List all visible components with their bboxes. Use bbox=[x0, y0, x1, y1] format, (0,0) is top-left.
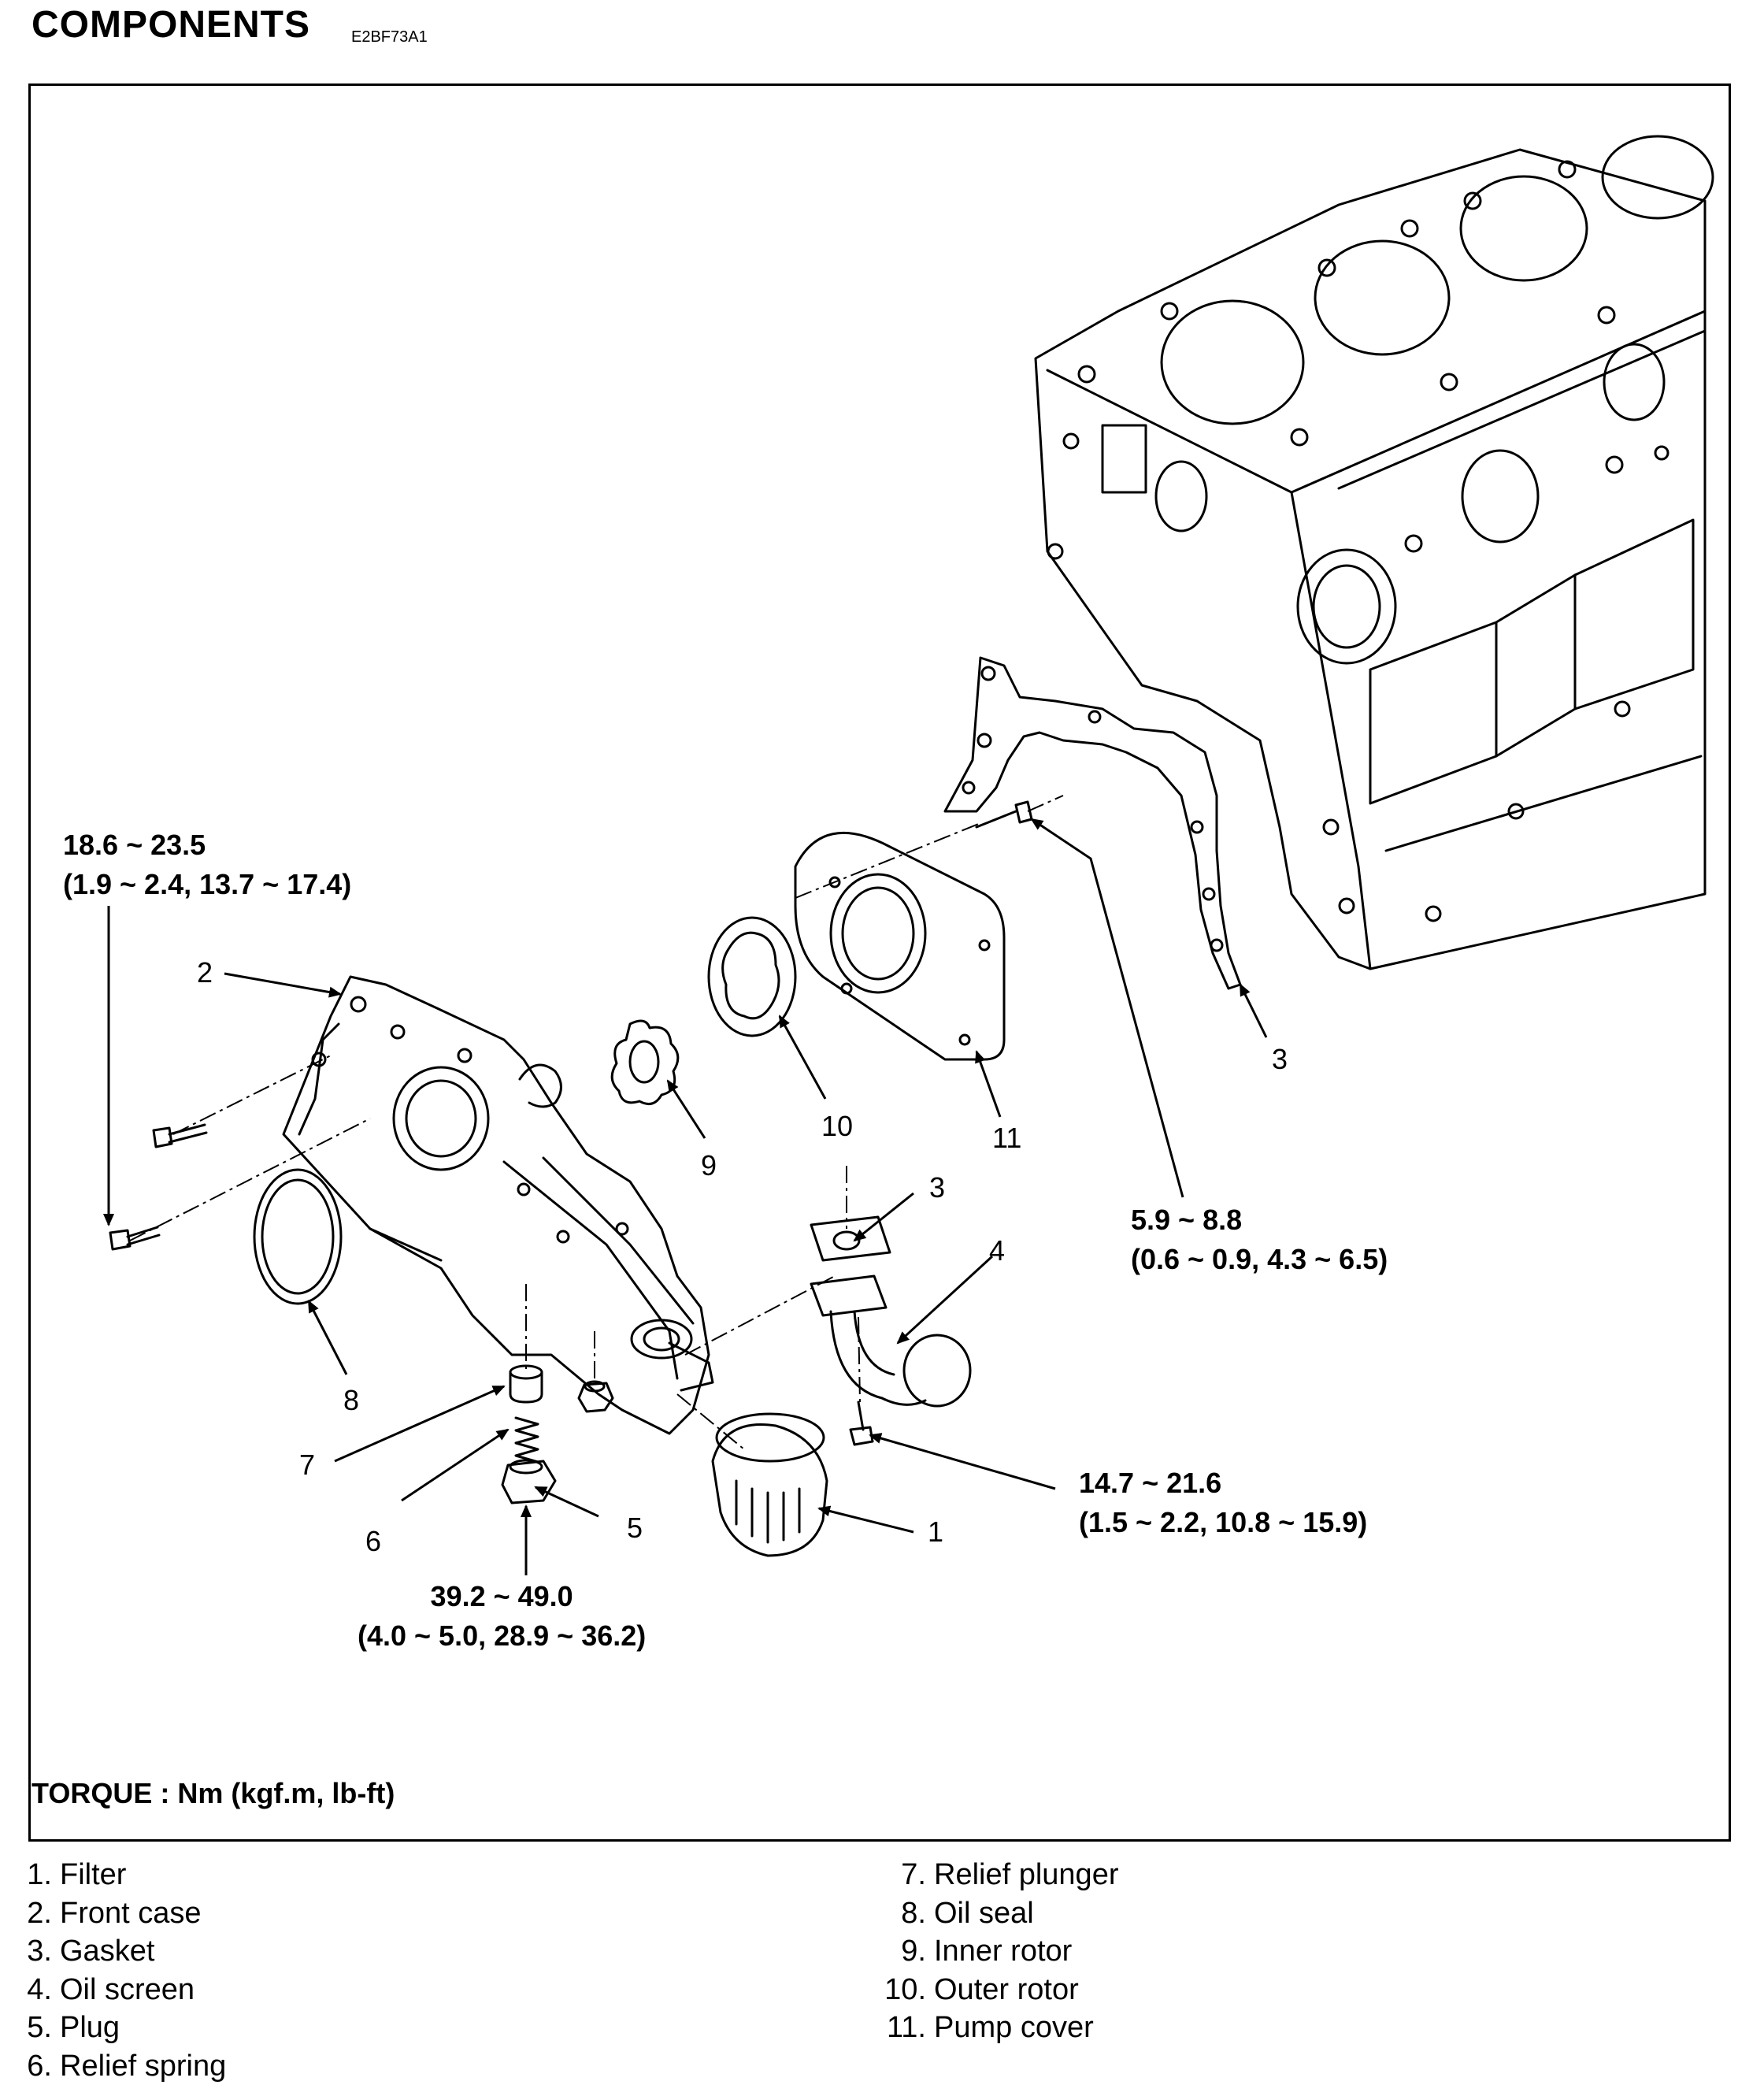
legend-item: 9.Inner rotor bbox=[863, 1932, 1118, 1971]
legend-item: 11.Pump cover bbox=[863, 2009, 1118, 2047]
callout-10: 10 bbox=[821, 1111, 853, 1142]
legend-item: 4.Oil screen bbox=[8, 1971, 226, 2009]
torque-alt: (1.9 ~ 2.4, 13.7 ~ 17.4) bbox=[63, 865, 351, 904]
leader-10 bbox=[780, 1016, 825, 1099]
relief-plunger bbox=[510, 1366, 542, 1402]
torque-alt: (4.0 ~ 5.0, 28.9 ~ 36.2) bbox=[358, 1616, 646, 1656]
leader-1 bbox=[819, 1508, 914, 1532]
leader-torque-2 bbox=[1032, 819, 1183, 1197]
leader-11 bbox=[976, 1052, 1000, 1117]
leader-6 bbox=[402, 1430, 508, 1501]
callout-11: 11 bbox=[992, 1122, 1021, 1154]
callout-8: 8 bbox=[343, 1385, 359, 1416]
inner-rotor bbox=[612, 1021, 678, 1104]
front-case-bolts bbox=[110, 1125, 206, 1249]
torque-alt: (0.6 ~ 0.9, 4.3 ~ 6.5) bbox=[1131, 1240, 1388, 1279]
engine-block bbox=[1036, 136, 1713, 969]
torque-spec-front-case-bolt: 18.6 ~ 23.5 (1.9 ~ 2.4, 13.7 ~ 17.4) bbox=[63, 825, 351, 904]
legend-item: 10.Outer rotor bbox=[863, 1971, 1118, 2009]
callout-5: 5 bbox=[627, 1512, 643, 1544]
oil-seal bbox=[254, 1170, 341, 1304]
leader-4 bbox=[898, 1256, 992, 1343]
legend-item: 5.Plug bbox=[8, 2009, 226, 2047]
legend-item: 2.Front case bbox=[8, 1894, 226, 1933]
legend-item: 3.Gasket bbox=[8, 1932, 226, 1971]
torque-spec-pump-cover-bolt: 5.9 ~ 8.8 (0.6 ~ 0.9, 4.3 ~ 6.5) bbox=[1131, 1200, 1388, 1279]
callout-3-lower: 3 bbox=[929, 1172, 945, 1204]
gasket-lower bbox=[811, 1217, 890, 1260]
parts-legend-left: 1.Filter 2.Front case 3.Gasket 4.Oil scr… bbox=[8, 1856, 226, 2085]
torque-spec-oil-screen-bolt: 14.7 ~ 21.6 (1.5 ~ 2.2, 10.8 ~ 15.9) bbox=[1079, 1464, 1367, 1542]
legend-item: 7.Relief plunger bbox=[863, 1856, 1118, 1894]
callout-9: 9 bbox=[701, 1150, 717, 1182]
torque-nm: 14.7 ~ 21.6 bbox=[1079, 1464, 1367, 1503]
callout-1: 1 bbox=[928, 1516, 943, 1548]
front-case-nut bbox=[579, 1382, 613, 1412]
callout-7: 7 bbox=[299, 1449, 315, 1481]
callout-3-upper: 3 bbox=[1272, 1044, 1288, 1075]
torque-spec-plug: 39.2 ~ 49.0 (4.0 ~ 5.0, 28.9 ~ 36.2) bbox=[358, 1577, 646, 1656]
pump-cover-bolt bbox=[976, 802, 1032, 827]
filter bbox=[713, 1414, 827, 1556]
relief-spring bbox=[516, 1418, 538, 1462]
torque-nm: 39.2 ~ 49.0 bbox=[358, 1577, 646, 1616]
plug bbox=[502, 1460, 555, 1503]
leader-8 bbox=[309, 1301, 346, 1375]
torque-nm: 18.6 ~ 23.5 bbox=[63, 825, 351, 865]
outer-rotor bbox=[709, 918, 795, 1036]
legend-item: 8.Oil seal bbox=[863, 1894, 1118, 1933]
front-case bbox=[284, 977, 713, 1434]
oil-screen bbox=[811, 1276, 970, 1406]
leader-torque-3 bbox=[870, 1435, 1055, 1489]
callout-2: 2 bbox=[197, 957, 213, 989]
oil-screen-bolt bbox=[850, 1402, 873, 1445]
pump-cover bbox=[795, 833, 1004, 1059]
torque-nm: 5.9 ~ 8.8 bbox=[1131, 1200, 1388, 1240]
leader-3a bbox=[1240, 985, 1266, 1037]
legend-item: 6.Relief spring bbox=[8, 2047, 226, 2085]
legend-item: 1.Filter bbox=[8, 1856, 226, 1894]
parts-legend-right: 7.Relief plunger 8.Oil seal 9.Inner roto… bbox=[863, 1856, 1118, 2047]
leader-5 bbox=[536, 1487, 598, 1516]
callout-6: 6 bbox=[365, 1526, 381, 1557]
leader-2 bbox=[224, 974, 340, 994]
torque-alt: (1.5 ~ 2.2, 10.8 ~ 15.9) bbox=[1079, 1503, 1367, 1542]
leader-9 bbox=[668, 1081, 705, 1138]
torque-units-note: TORQUE : Nm (kgf.m, lb-ft) bbox=[32, 1777, 395, 1810]
callout-4: 4 bbox=[989, 1235, 1005, 1267]
